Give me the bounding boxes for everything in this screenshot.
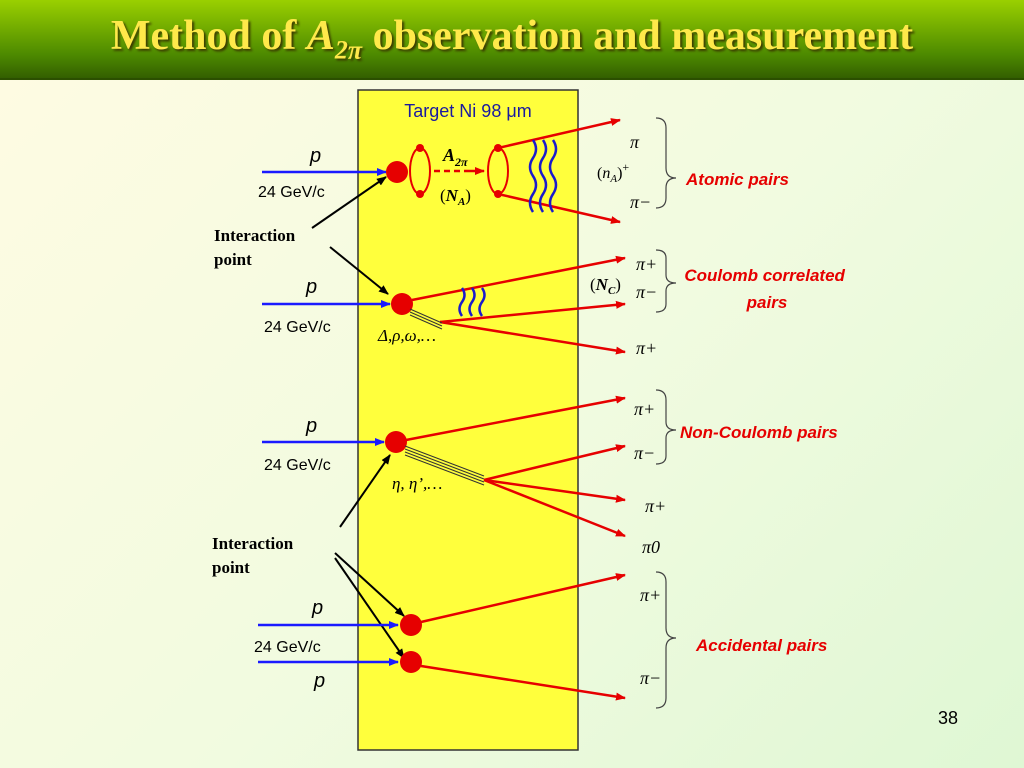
pion-plus-label: π+ <box>636 338 657 358</box>
pion-zero-label: π0 <box>642 537 660 557</box>
eta-decay-line <box>404 448 485 480</box>
pion-plus-label: π+ <box>636 254 657 274</box>
pion-plus-label: π+ <box>634 399 655 419</box>
pion-minus-label: π− <box>640 668 661 688</box>
interaction-vertex-2 <box>391 293 413 315</box>
category-coulomb: Coulomb correlated pairs <box>684 266 849 312</box>
breakup-wave <box>548 139 558 213</box>
momentum-label-4: 24 GeV/c <box>254 639 321 656</box>
eta-decay-track <box>483 478 626 503</box>
resonance-decay-track <box>439 320 626 355</box>
resonance-line <box>409 308 443 324</box>
accidental-pion-track-lower <box>420 664 626 701</box>
title-bar: Method of A2π observation and measuremen… <box>0 0 1024 80</box>
interaction-point-label-2: Interaction point <box>212 534 297 577</box>
noncoulomb-pion-track-lower <box>483 444 626 482</box>
pointer-arrow <box>339 454 391 528</box>
proton-label-1: p <box>309 145 321 167</box>
brace-atomic <box>655 117 677 209</box>
slide-title: Method of A2π observation and measuremen… <box>110 13 914 65</box>
brace-coulomb <box>655 249 677 313</box>
momentum-label-3: 24 GeV/c <box>264 457 331 474</box>
pion-dot <box>416 190 424 198</box>
accidental-pion-track-upper <box>420 573 626 624</box>
coulomb-wave <box>458 287 466 317</box>
interaction-vertex-5 <box>400 651 422 673</box>
pion-minus-label: π− <box>630 192 651 212</box>
coulomb-count-label: (NC) <box>590 275 621 297</box>
category-atomic: Atomic pairs <box>685 170 789 189</box>
proton-label-5: p <box>313 670 325 692</box>
target-label: Target Ni 98 μm <box>404 101 531 121</box>
proton-label-2: p <box>305 276 317 298</box>
brace-accidental <box>655 571 677 709</box>
atomic-pion-track-upper <box>497 118 621 150</box>
eta-decay-line <box>404 454 485 486</box>
proton-label-4: p <box>311 597 323 619</box>
atomic-pion-track-lower <box>497 192 621 224</box>
coulomb-pion-track-lower <box>439 300 626 324</box>
category-noncoulomb: Non-Coulomb pairs <box>680 423 838 442</box>
proton-label-3: p <box>305 415 317 437</box>
interaction-vertex-1 <box>386 161 408 183</box>
pion-label: π <box>630 132 640 152</box>
momentum-label-2: 24 GeV/c <box>264 319 331 336</box>
eta-decay-track <box>483 478 626 538</box>
pion-plus-label: π+ <box>645 496 666 516</box>
pointer-arrow <box>311 176 387 229</box>
pion-minus-label: π− <box>636 282 657 302</box>
eta-decay-line <box>404 445 485 477</box>
category-accidental: Accidental pairs <box>695 636 827 655</box>
breakup-wave <box>528 139 538 213</box>
pion-plus-label: π+ <box>640 585 661 605</box>
page-number: 38 <box>938 708 958 728</box>
atom-label: A2π <box>442 145 468 169</box>
coulomb-wave <box>478 287 486 317</box>
pion-minus-label: π− <box>634 443 655 463</box>
resonance-line <box>409 314 443 330</box>
interaction-vertex-3 <box>385 431 407 453</box>
atomic-count-label: (nA)+ <box>597 160 629 185</box>
coulomb-wave <box>468 287 476 317</box>
resonance-line <box>409 311 443 327</box>
interaction-point-label-1: Interaction point <box>214 226 299 269</box>
momentum-label-1: 24 GeV/c <box>258 184 325 201</box>
pion-dot <box>416 144 424 152</box>
pointer-arrow <box>334 552 405 617</box>
atom-count-label: (NA) <box>440 186 471 208</box>
coulomb-pion-track-upper <box>411 255 626 302</box>
eta-decay-line <box>404 451 485 483</box>
noncoulomb-pion-track-upper <box>405 395 626 442</box>
resonance-label-short: Δ,ρ,ω,… <box>377 326 436 345</box>
breakup-wave <box>538 139 548 213</box>
pointer-arrow <box>329 246 389 295</box>
brace-noncoulomb <box>655 389 677 465</box>
interaction-vertex-4 <box>400 614 422 636</box>
pointer-arrow <box>334 557 405 659</box>
resonance-label-long: η, η’,… <box>392 474 442 493</box>
